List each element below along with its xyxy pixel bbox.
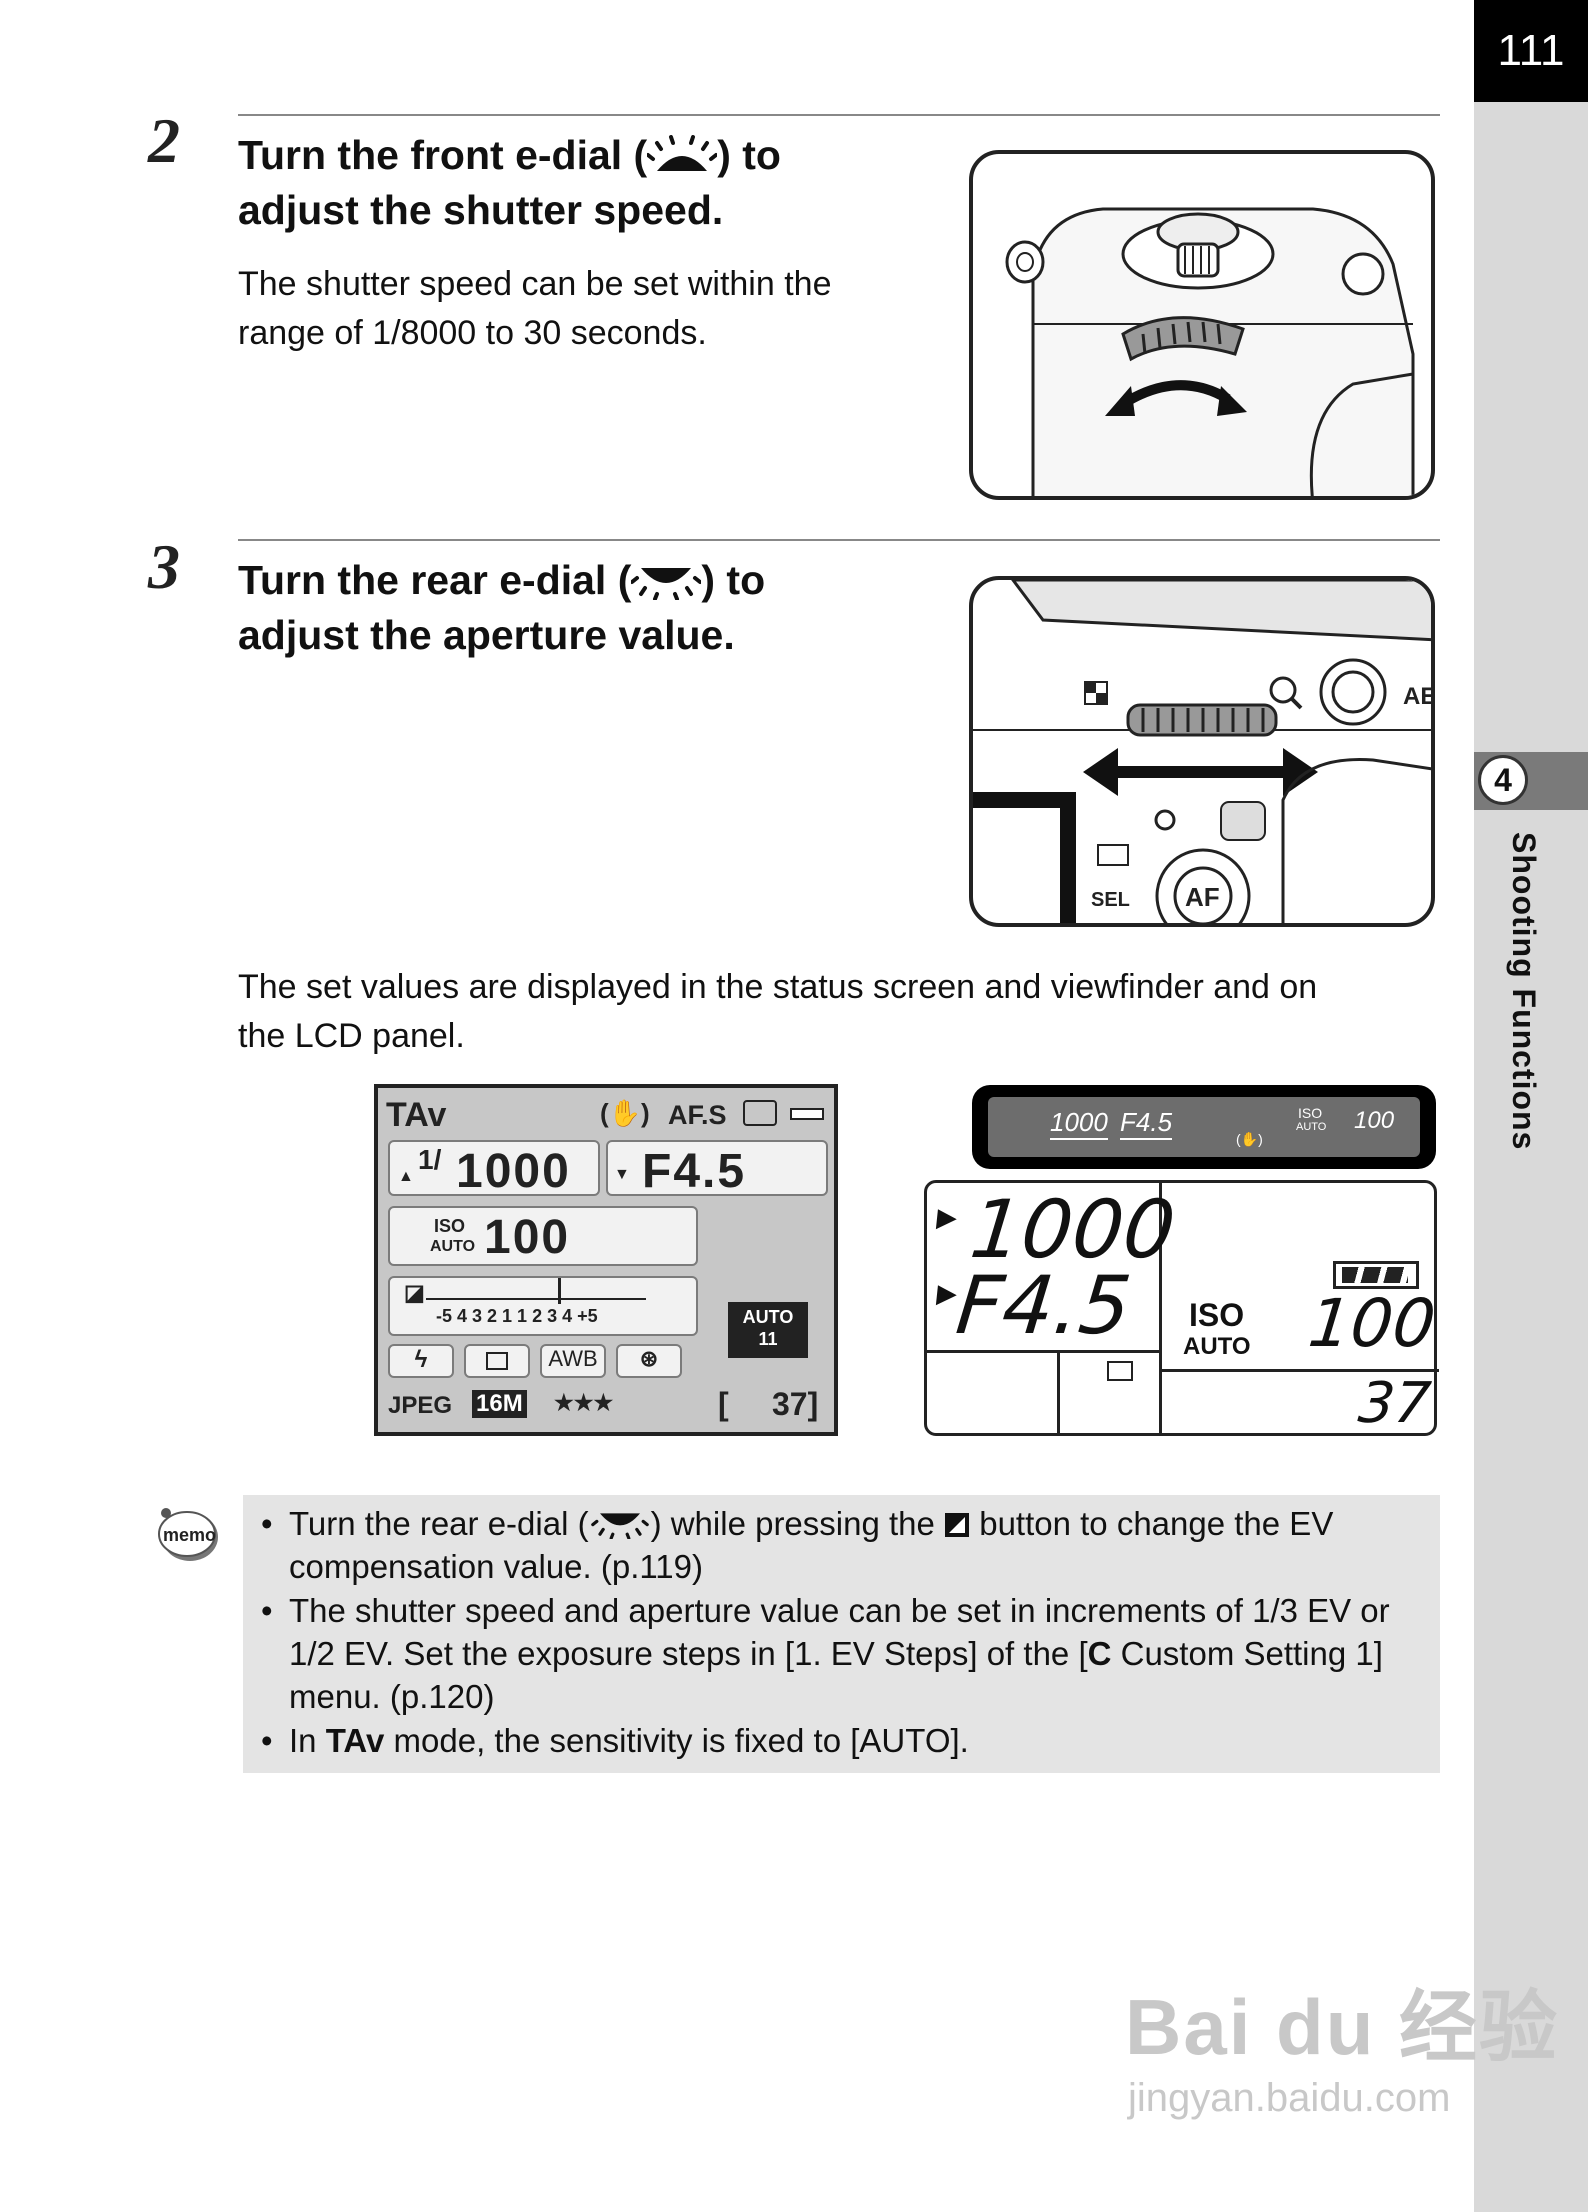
aperture-value: F4.5 (642, 1145, 747, 1198)
custom-image-icon: ⊛ (639, 1346, 659, 1371)
step-3-divider (238, 539, 1440, 541)
lcd-iso: 100 (1304, 1285, 1440, 1362)
metering-icon (743, 1100, 777, 1126)
status-screen: TAv (✋) AF.S ▲ 1/ 1000 ▼ F4.5 ISO AUTO 1… (374, 1084, 838, 1436)
front-dial-illustration (969, 150, 1435, 500)
sel-label: SEL (1091, 889, 1130, 911)
front-e-dial-icon (647, 135, 718, 171)
set-values-text: The set values are displayed in the stat… (238, 968, 1318, 1055)
lcd-aperture-pointer: ▶ (935, 1279, 959, 1309)
rear-e-dial-icon (631, 568, 702, 600)
chapter-title: Shooting Functions (1506, 832, 1542, 1151)
ev-scale-box: ◪ -5 4 3 2 1 1 2 3 4 +5 (388, 1276, 698, 1336)
rear-dial-mini-icon: ▼ (614, 1166, 630, 1183)
status-mode: TAv (386, 1096, 447, 1134)
custom-setting-icon: C (1087, 1635, 1112, 1672)
page-number: 111 (1474, 0, 1588, 102)
step-3-heading: Turn the rear e-dial () to adjust the ap… (238, 557, 766, 658)
chapter-sidebar (1474, 0, 1588, 2212)
camera-rear-drawing: AE SEL AF (973, 580, 1435, 923)
memo-icon: memo (154, 1507, 220, 1563)
front-dial-mini-icon: ▲ (398, 1168, 414, 1185)
white-balance-box[interactable]: AWB (540, 1344, 606, 1378)
lcd-shutter-pointer: ▶ (935, 1203, 959, 1233)
memo-item-1: • Turn the rear e-dial () while pressing… (261, 1505, 1334, 1585)
image-size: 16M (472, 1390, 527, 1418)
ev-compensation-icon (945, 1513, 970, 1537)
ev-scale-labels: -5 4 3 2 1 1 2 3 4 +5 (436, 1306, 598, 1326)
lcd-drive-icon (1107, 1361, 1133, 1381)
ev-center-mark (558, 1278, 561, 1304)
vf-shutter: 1000 (1050, 1107, 1108, 1140)
af-label: AF (1185, 882, 1220, 912)
camera-top-front-drawing (1005, 207, 1415, 496)
af-mode: AF.S (668, 1100, 727, 1130)
svg-text:memo: memo (163, 1525, 216, 1545)
rear-e-dial-icon (590, 1513, 649, 1539)
lcd-panel: ▶ 1000 ▶ F4.5 ISO AUTO 100 37 (924, 1180, 1440, 1436)
memo-item-2: • The shutter speed and aperture value c… (261, 1592, 1390, 1715)
step-3-number: 3 (148, 531, 180, 602)
step-2-heading: Turn the front e-dial () to adjust the s… (238, 132, 781, 233)
shake-reduction-icon: (✋) (600, 1098, 650, 1128)
step-2-body: The shutter speed can be set within the … (238, 265, 832, 352)
vf-iso: 100 (1354, 1107, 1395, 1134)
single-frame-icon (486, 1352, 508, 1370)
quality-stars: ★★★ (554, 1390, 614, 1415)
ae-label: AE (1403, 683, 1435, 710)
vf-aperture: F4.5 (1120, 1107, 1173, 1140)
iso-value: 100 (484, 1211, 571, 1264)
shutter-value: 1000 (456, 1145, 571, 1198)
lcd-battery-icon (1333, 1261, 1419, 1289)
remaining-shots: 37] (772, 1386, 819, 1422)
chapter-number: 4 (1478, 755, 1528, 805)
ev-comp-icon: ◪ (404, 1280, 425, 1305)
baidu-watermark-url: jingyan.baidu.com (1128, 2076, 1451, 2120)
file-format: JPEG (388, 1392, 453, 1419)
flash-mode-box[interactable]: ϟ (388, 1344, 454, 1378)
iso-box: ISO AUTO 100 (388, 1206, 698, 1266)
memo-item-3: • In TAv mode, the sensitivity is fixed … (261, 1722, 969, 1759)
shutter-prefix: 1/ (418, 1144, 442, 1175)
aperture-box: ▼ F4.5 (606, 1140, 828, 1198)
shutter-box: ▲ 1/ 1000 (388, 1140, 600, 1198)
custom-image-box[interactable]: ⊛ (616, 1344, 682, 1378)
ev-scale-line (426, 1288, 646, 1300)
step-2-number: 2 (148, 105, 180, 176)
memo-box (243, 1495, 1440, 1773)
lcd-shots: 37 (1355, 1371, 1434, 1436)
lcd-aperture: F4.5 (952, 1259, 1136, 1352)
step-2-divider (238, 114, 1440, 116)
flash-icon: ϟ (414, 1346, 428, 1373)
vf-shake-icon: (✋) (1236, 1131, 1263, 1147)
viewfinder-readout: 1000 F4.5 (✋) ISO AUTO 100 (988, 1097, 1420, 1157)
baidu-watermark: Bai du 经验 (1125, 1983, 1560, 2071)
rear-dial-illustration: AE SEL AF (969, 576, 1435, 927)
battery-icon (790, 1108, 824, 1120)
drive-mode-box[interactable] (464, 1344, 530, 1378)
